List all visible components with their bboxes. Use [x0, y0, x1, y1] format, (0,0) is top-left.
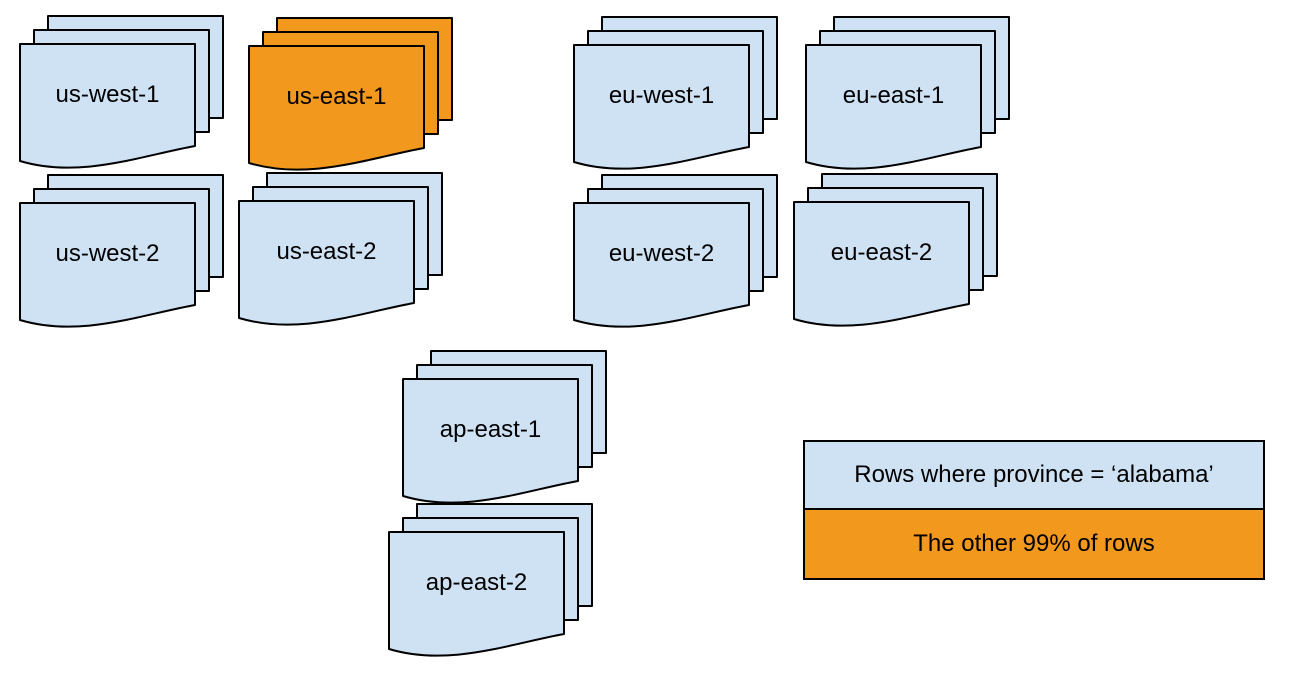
region-stack-eu-east-2: eu-east-2: [793, 173, 998, 333]
legend-item-alabama-rows: Rows where province = ‘alabama’: [805, 442, 1263, 508]
region-stack-us-west-2: us-west-2: [19, 174, 224, 334]
region-stack-us-west-1: us-west-1: [19, 15, 224, 175]
legend: Rows where province = ‘alabama’ The othe…: [803, 440, 1265, 580]
region-stack-eu-west-1: eu-west-1: [573, 16, 778, 176]
legend-item-label: Rows where province = ‘alabama’: [854, 461, 1214, 488]
region-stack-eu-east-1: eu-east-1: [805, 16, 1010, 176]
document-stack-icon: [805, 16, 1010, 170]
region-stack-ap-east-2: ap-east-2: [388, 503, 593, 663]
document-stack-icon: [402, 350, 607, 504]
document-stack-icon: [573, 16, 778, 170]
legend-item-other-rows: The other 99% of rows: [805, 508, 1263, 578]
region-stack-us-east-1: us-east-1: [248, 17, 453, 177]
region-stack-eu-west-2: eu-west-2: [573, 174, 778, 334]
region-stack-us-east-2: us-east-2: [238, 172, 443, 332]
document-stack-icon: [248, 17, 453, 171]
region-stack-ap-east-1: ap-east-1: [402, 350, 607, 510]
document-stack-icon: [238, 172, 443, 326]
legend-item-label: The other 99% of rows: [913, 530, 1155, 557]
document-stack-icon: [388, 503, 593, 657]
document-stack-icon: [19, 174, 224, 328]
document-stack-icon: [573, 174, 778, 328]
document-stack-icon: [19, 15, 224, 169]
document-stack-icon: [793, 173, 998, 327]
